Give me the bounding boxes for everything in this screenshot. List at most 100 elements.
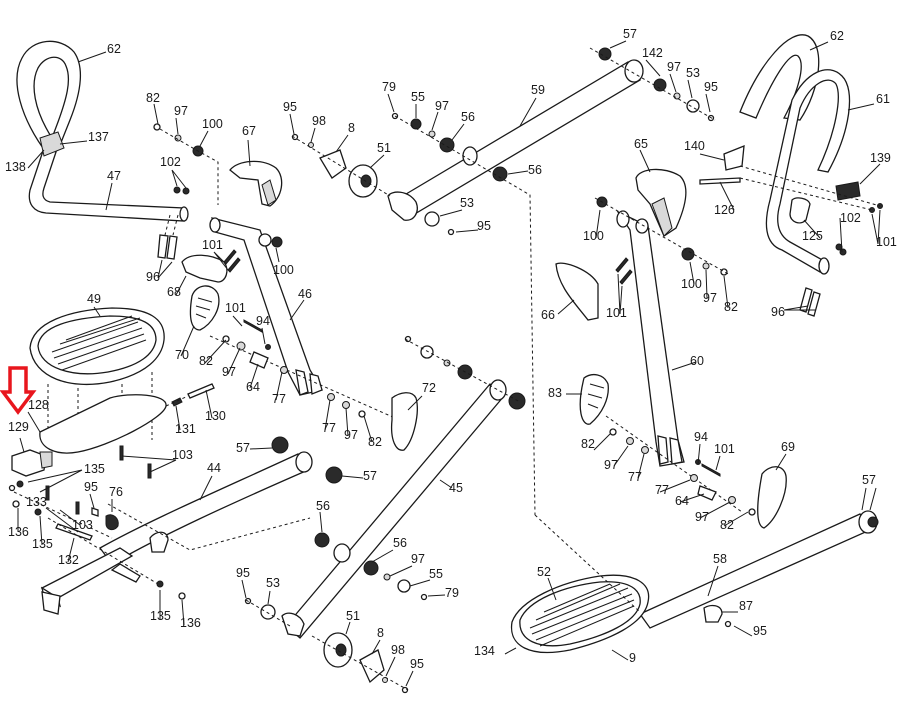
part-label-101: 101 [714, 442, 735, 456]
shroud-70 [189, 285, 220, 331]
part-label-67: 67 [242, 124, 256, 138]
part-label-82: 82 [368, 435, 382, 449]
shroud-65 [635, 168, 687, 237]
part-label-57: 57 [623, 27, 637, 41]
pedal-arm-58 [639, 510, 879, 629]
pedal-52 [510, 574, 650, 654]
part-label-95: 95 [477, 219, 491, 233]
part-label-82: 82 [146, 91, 160, 105]
part-label-69: 69 [781, 440, 795, 454]
part-label-137: 137 [88, 130, 109, 144]
part-label-9: 9 [629, 651, 636, 665]
frame-45 [281, 335, 526, 639]
part-label-57: 57 [363, 469, 377, 483]
part-label-135: 135 [84, 462, 105, 476]
part-label-96: 96 [771, 305, 785, 319]
part-label-56: 56 [316, 499, 330, 513]
part-label-64: 64 [675, 494, 689, 508]
part-label-98: 98 [391, 643, 405, 657]
part-label-55: 55 [411, 90, 425, 104]
part-label-100: 100 [273, 263, 294, 277]
upper-arm-46 [209, 217, 324, 396]
part-label-58: 58 [713, 552, 727, 566]
part-label-125: 125 [802, 229, 823, 243]
shroud-66 [555, 262, 599, 321]
part-label-138: 138 [5, 160, 26, 174]
part-label-70: 70 [175, 348, 189, 362]
highlight-arrow-icon [0, 366, 37, 415]
part-label-126: 126 [714, 203, 735, 217]
part-label-136: 136 [180, 616, 201, 630]
pedal-plate-128 [39, 394, 167, 454]
upper-arm-60 [594, 196, 731, 467]
part-label-103: 103 [72, 518, 93, 532]
part-label-53: 53 [686, 66, 700, 80]
part-label-95: 95 [283, 100, 297, 114]
leader-lines [17, 40, 881, 687]
part-label-66: 66 [541, 308, 555, 322]
right-upper-handlebar-62 [739, 34, 820, 121]
right-handlebar-61 [765, 69, 851, 275]
part-label-77: 77 [655, 483, 669, 497]
part-label-56: 56 [528, 163, 542, 177]
part-label-97: 97 [604, 458, 618, 472]
part-label-95: 95 [410, 657, 424, 671]
part-label-8: 8 [348, 121, 355, 135]
base-132 [8, 480, 311, 615]
part-label-100: 100 [202, 117, 223, 131]
part-label-68: 68 [167, 285, 181, 299]
part-label-61: 61 [876, 92, 890, 106]
part-label-100: 100 [681, 277, 702, 291]
part-label-47: 47 [107, 169, 121, 183]
crank-arm-59 [387, 47, 716, 221]
part-label-97: 97 [667, 60, 681, 74]
part-label-102: 102 [840, 211, 861, 225]
part-label-45: 45 [449, 481, 463, 495]
part-label-51: 51 [377, 141, 391, 155]
part-label-95: 95 [236, 566, 250, 580]
part-label-128: 128 [28, 398, 49, 412]
part-label-59: 59 [531, 83, 545, 97]
part-label-57: 57 [236, 441, 250, 455]
part-label-135: 135 [32, 537, 53, 551]
cover-72 [390, 392, 418, 451]
part-label-94: 94 [256, 314, 270, 328]
part-label-87: 87 [739, 599, 753, 613]
screws-101-right [615, 257, 633, 285]
hardware-130-131 [165, 383, 215, 407]
part-label-57: 57 [862, 473, 876, 487]
part-label-79: 79 [382, 80, 396, 94]
part-label-103: 103 [172, 448, 193, 462]
part-label-44: 44 [207, 461, 221, 475]
bolts-102-96 [157, 186, 190, 260]
part-label-56: 56 [461, 110, 475, 124]
part-label-132: 132 [58, 553, 79, 567]
part-label-82: 82 [581, 437, 595, 451]
pivot-hardware-right [605, 415, 756, 516]
part-label-77: 77 [322, 421, 336, 435]
part-label-135: 135 [150, 609, 171, 623]
part-label-77: 77 [628, 470, 642, 484]
part-label-131: 131 [175, 422, 196, 436]
part-label-79: 79 [445, 586, 459, 600]
part-label-96: 96 [146, 270, 160, 284]
part-label-95: 95 [753, 624, 767, 638]
part-label-77: 77 [272, 392, 286, 406]
part-label-97: 97 [695, 510, 709, 524]
part-label-97: 97 [222, 365, 236, 379]
part-label-101: 101 [606, 306, 627, 320]
part-label-101: 101 [876, 235, 897, 249]
part-label-98: 98 [312, 114, 326, 128]
hardware-82-97-100-left [153, 123, 219, 205]
part-label-97: 97 [703, 291, 717, 305]
part-label-140: 140 [684, 139, 705, 153]
part-label-49: 49 [87, 292, 101, 306]
part-label-133: 133 [26, 495, 47, 509]
part-label-97: 97 [411, 552, 425, 566]
part-label-101: 101 [225, 301, 246, 315]
part-label-101: 101 [202, 238, 223, 252]
part-label-95: 95 [704, 80, 718, 94]
part-label-55: 55 [429, 567, 443, 581]
pivot-hardware-left [209, 319, 396, 419]
